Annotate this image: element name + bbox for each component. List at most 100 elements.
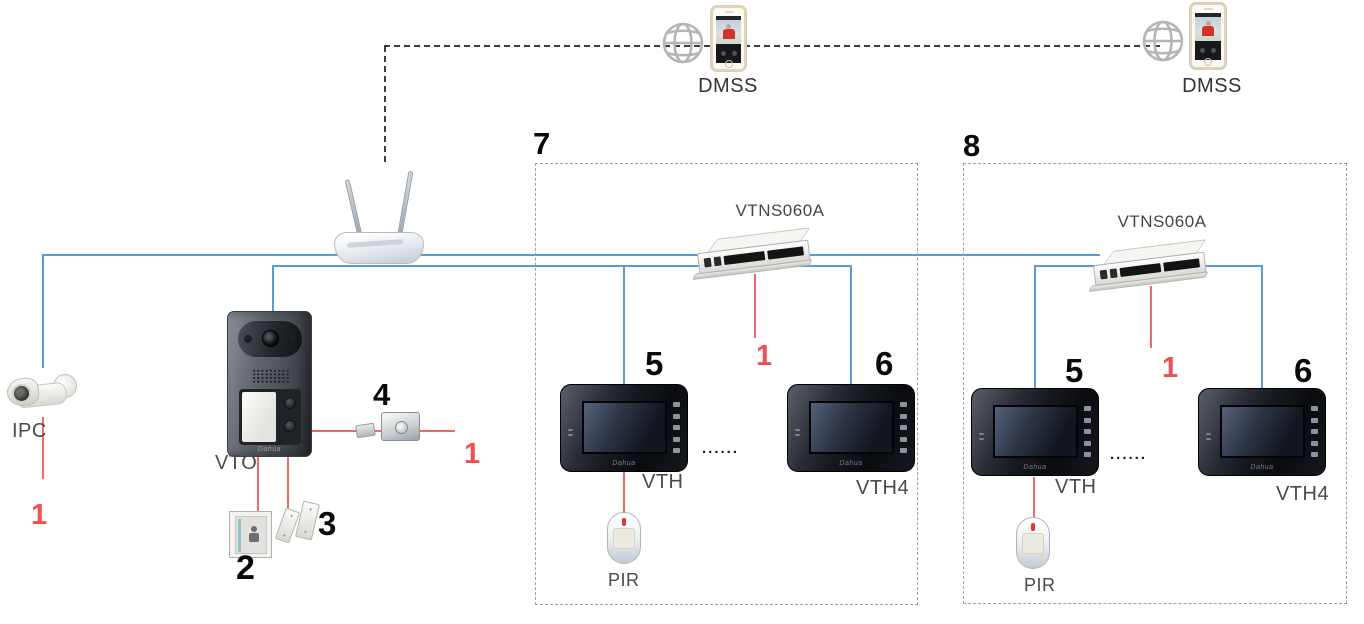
vth-label: VTH <box>642 471 684 493</box>
vth4-label: VTH4 <box>856 477 910 499</box>
vth-touch-keys <box>900 402 907 453</box>
smartphone-icon <box>711 6 746 71</box>
vth4-number: 6 <box>1294 352 1313 389</box>
pir-lens-window <box>613 528 635 549</box>
lock-body <box>381 412 420 441</box>
camera-lens <box>12 384 31 403</box>
pir-lens-window <box>1022 533 1044 554</box>
network-trunk-line <box>42 254 1100 256</box>
door-contact-wire-line <box>287 452 289 510</box>
video-call-scene <box>716 20 741 44</box>
phone-speaker <box>1204 8 1213 10</box>
vth-touch-keys <box>1084 406 1091 457</box>
vth-number: 5 <box>645 345 664 382</box>
vto-camera-lens <box>262 330 279 347</box>
item-number-2: 2 <box>236 549 255 587</box>
vth4-number: 6 <box>875 345 894 382</box>
phone-home-button <box>724 60 733 68</box>
ipc-network-line <box>42 254 44 368</box>
vtns060a-switch-icon <box>692 227 820 285</box>
vto-door-station-icon: Dahua <box>227 311 312 457</box>
brand-logo: Dahua <box>612 460 636 467</box>
ipc-bullet-camera-icon <box>5 374 85 422</box>
phone-speaker <box>724 11 734 13</box>
zone7-boundary-box <box>535 163 918 605</box>
smartphone-icon <box>1190 3 1226 69</box>
dmss-app-label: DMSS <box>698 75 758 97</box>
zone8-vth4-drop-line <box>1261 265 1263 389</box>
pir-label: PIR <box>608 570 640 590</box>
ellipsis-more-monitors: ...... <box>1110 446 1148 463</box>
vto-call-button <box>284 420 296 432</box>
caller-figure <box>726 24 731 29</box>
phone-screen <box>1195 13 1221 60</box>
internet-globe-icon <box>662 22 704 64</box>
vto-name-panel <box>239 389 301 445</box>
vto-name-card <box>242 392 276 442</box>
zone7-switch-power-line <box>754 274 756 338</box>
vth-screen <box>809 401 894 454</box>
zone8-pir-wire-line <box>1033 477 1035 524</box>
zone8-vth-drop-line <box>1034 265 1036 389</box>
vth-label: VTH <box>1055 476 1097 498</box>
vto-camera-area <box>238 321 302 357</box>
dmss-app-label: DMSS <box>1182 75 1242 97</box>
vtns060a-switch-icon <box>1088 239 1216 297</box>
zone7-vth-drop-line <box>623 265 625 385</box>
pir-sensor-icon <box>1016 517 1050 569</box>
brand-logo: Dahua <box>257 446 282 453</box>
wire-number-1: 1 <box>1162 352 1179 384</box>
vth4-monitor-icon: Dahua <box>787 384 915 472</box>
brand-logo: Dahua <box>1250 464 1274 471</box>
phone-screen <box>716 16 741 63</box>
brand-logo: Dahua <box>1023 464 1047 471</box>
internet-dashed-line-horizontal <box>384 45 1160 47</box>
pir-led <box>622 518 626 526</box>
vth-touch-keys <box>1311 406 1318 457</box>
vth-screen <box>1220 405 1305 458</box>
phone-status-bar <box>716 16 741 20</box>
vto-label: VTO <box>215 452 258 474</box>
call-controls <box>1195 41 1221 60</box>
brand-logo: Dahua <box>839 460 863 467</box>
electric-lock-icon <box>353 406 425 448</box>
router-antenna <box>344 178 363 239</box>
item-number-3: 3 <box>318 505 337 542</box>
ipc-label: IPC <box>12 420 47 442</box>
router-body <box>334 232 424 264</box>
internet-globe-icon <box>1142 20 1184 62</box>
zone8-boundary-box <box>963 163 1347 604</box>
phone-home-button <box>1204 58 1212 66</box>
vth-number: 5 <box>1065 352 1084 389</box>
exit-button-wire-line <box>257 452 259 514</box>
caller-figure <box>1205 21 1211 26</box>
vto-two-wire-bus <box>272 265 851 267</box>
pir-sensor-icon <box>607 512 641 564</box>
zone7-vth4-drop-line <box>850 265 852 385</box>
zone7-number: 7 <box>533 126 551 161</box>
vto-call-button <box>284 397 296 409</box>
lock-cylinder <box>395 421 408 434</box>
vth4-monitor-icon: Dahua <box>1198 388 1326 476</box>
vth4-label: VTH4 <box>1276 483 1330 505</box>
wire-number-1: 1 <box>31 499 48 531</box>
door-contact-icon <box>274 500 324 544</box>
vth-monitor-icon: Dahua <box>971 388 1099 476</box>
phone-status-bar <box>1195 13 1221 17</box>
pir-led <box>1031 523 1035 531</box>
vth-screen <box>582 401 667 454</box>
ipc-power-line <box>42 417 44 479</box>
vth-touch-keys <box>673 402 680 453</box>
lock-strike-plate <box>355 422 376 439</box>
vto-drop-line <box>272 265 274 313</box>
wire-number-1: 1 <box>464 438 481 470</box>
zone7-pir-wire-line <box>623 471 625 519</box>
internet-dashed-line-vertical <box>384 46 386 162</box>
pir-label: PIR <box>1024 575 1056 595</box>
item-number-4: 4 <box>373 377 391 412</box>
switch-model-label: VTNS060A <box>735 201 825 220</box>
call-controls <box>716 44 741 63</box>
wire-number-1: 1 <box>756 340 773 372</box>
video-call-scene <box>1195 17 1221 41</box>
